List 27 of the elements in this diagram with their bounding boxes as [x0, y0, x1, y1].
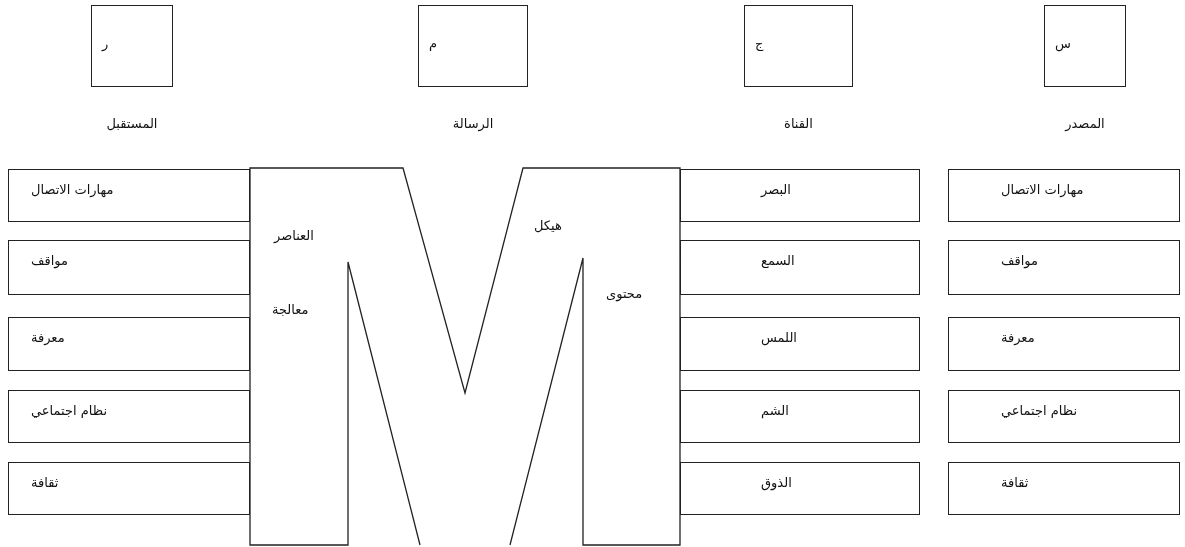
shape-label: محتوى: [606, 286, 643, 301]
shape-label: هيكل: [534, 218, 562, 233]
label-box: معرفة: [8, 317, 250, 371]
label-box: اللمس: [680, 317, 920, 371]
letter-box: م: [418, 5, 528, 87]
label-box: مواقف: [948, 240, 1180, 295]
label-box: مواقف: [8, 240, 250, 295]
label-box: مهارات الاتصال: [948, 169, 1180, 222]
label-box: نظام اجتماعي: [948, 390, 1180, 443]
label-box: البصر: [680, 169, 920, 222]
shape-label: معالجة: [272, 302, 309, 317]
label-box: معرفة: [948, 317, 1180, 371]
letter-box: ر: [91, 5, 173, 87]
letter-box: س: [1044, 5, 1126, 87]
node-label: القناة: [784, 116, 813, 131]
label-box: ثقافة: [948, 462, 1180, 515]
label-box: الشم: [680, 390, 920, 443]
label-box: ثقافة: [8, 462, 250, 515]
label-box: مهارات الاتصال: [8, 169, 250, 222]
node-label: الرسالة: [452, 116, 494, 131]
letter-box: ج: [744, 5, 853, 87]
node-label: المصدر: [1065, 116, 1105, 131]
node-label: المستقبل: [106, 116, 158, 131]
shape-label: العناصر: [274, 228, 314, 243]
label-box: الذوق: [680, 462, 920, 515]
label-box: نظام اجتماعي: [8, 390, 250, 443]
label-box: السمع: [680, 240, 920, 295]
